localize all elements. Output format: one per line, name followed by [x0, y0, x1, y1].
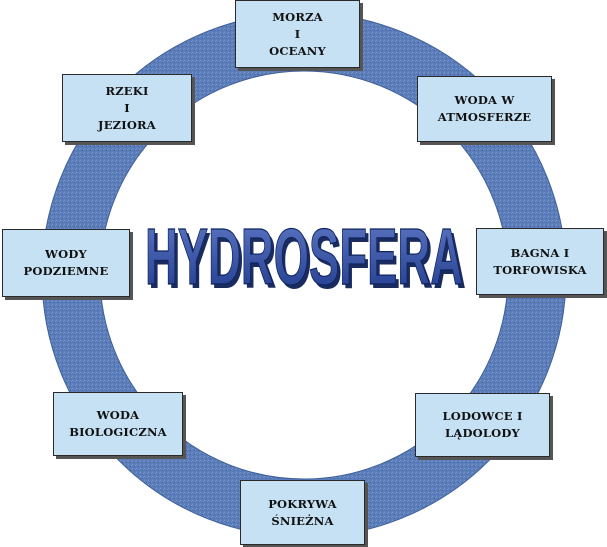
component-woda-biologiczna: WODA BIOLOGICZNA — [53, 392, 183, 456]
component-woda-w-atmosferze: WODA W ATMOSFERZE — [417, 76, 552, 142]
component-morza-i-oceany: MORZA I OCEANY — [235, 0, 360, 68]
title-shadow: HYDROSFERA — [148, 216, 466, 305]
component-lodowce-i-ladolody: LODOWCE I LĄDOLODY — [415, 393, 550, 457]
component-wody-podziemne: WODY PODZIEMNE — [2, 229, 130, 297]
component-rzeki-i-jeziora: RZEKI I JEZIORA — [62, 74, 192, 142]
component-bagna-i-torfowiska: BAGNA I TORFOWISKA — [476, 228, 604, 295]
title: HYDROSFERA — [145, 212, 463, 301]
component-pokrywa-sniezna: POKRYWA ŚNIEŻNA — [240, 480, 365, 545]
